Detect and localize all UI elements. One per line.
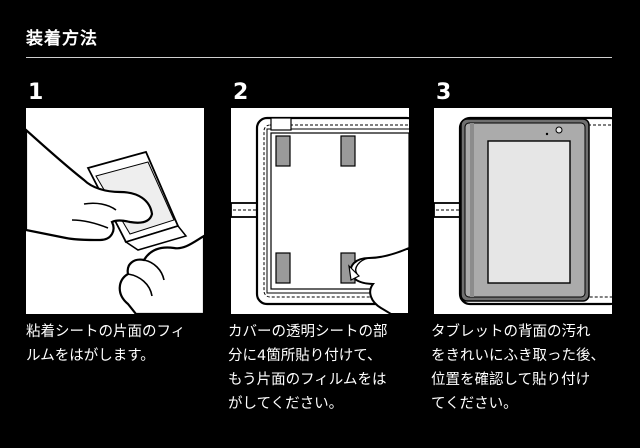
page-title: 装着方法 [26, 29, 98, 49]
step-3-illustration [434, 108, 612, 314]
step-1-illustration [26, 108, 204, 314]
tablet-on-cover-drawing [434, 116, 612, 306]
step-3-text: タブレットの背面の汚れ をきれいにふき取った後、 位置を確認して貼り付け てくだ… [431, 324, 605, 412]
title-divider [26, 57, 612, 58]
step-2-illustration [231, 108, 409, 314]
cover-with-tape-drawing [231, 116, 409, 314]
step-3-number: 3 [436, 80, 452, 105]
step-2-text: カバーの透明シートの部 分に4箇所貼り付けて、 もう片面のフィルムをは がしてく… [228, 324, 388, 412]
step-1-number: 1 [28, 80, 44, 105]
step-1-text: 粘着シートの片面のフィ ルムをはがします。 [26, 324, 186, 364]
peel-sheet-drawing [26, 128, 204, 314]
step-2-number: 2 [233, 80, 249, 105]
